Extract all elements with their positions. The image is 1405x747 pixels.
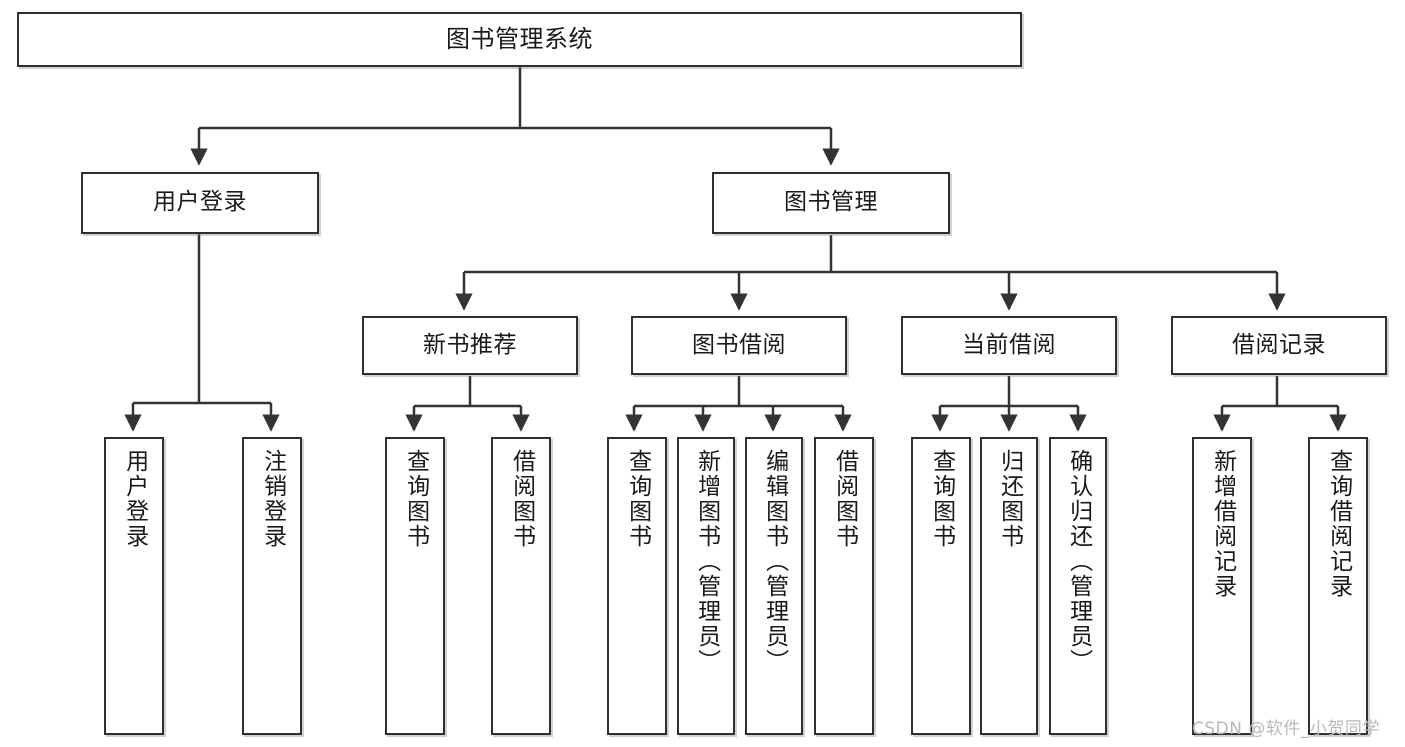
node-label: 借阅图书 [508,449,535,549]
node-label: 用户登录 [153,189,247,216]
leaf-current-query-book[interactable]: 查询图书 [911,437,971,735]
node-label: 图书管理 [784,189,878,216]
node-label: 注销登录 [259,449,286,549]
leaf-user-login-signout[interactable]: 注销登录 [242,437,302,735]
node-label: 借阅记录 [1232,331,1326,358]
node-root-system[interactable]: 图书管理系统 [17,12,1022,67]
node-label: 编辑图书（管理员） [761,449,788,674]
node-current-borrow[interactable]: 当前借阅 [901,316,1117,375]
node-label: 归还图书 [996,449,1023,549]
node-label: 用户登录 [121,449,148,549]
node-label: 新增借阅记录 [1209,449,1236,599]
node-book-borrow[interactable]: 图书借阅 [631,316,847,375]
node-user-login[interactable]: 用户登录 [81,172,319,234]
node-label: 借阅图书 [831,449,858,549]
node-label: 查询图书 [928,449,955,549]
leaf-new-book-query[interactable]: 查询图书 [385,437,445,735]
leaf-current-confirm-return-admin[interactable]: 确认归还（管理员） [1049,437,1107,735]
node-label: 新书推荐 [423,331,517,358]
node-book-management[interactable]: 图书管理 [712,172,950,234]
node-label: 查询图书 [402,449,429,549]
leaf-current-return-book[interactable]: 归还图书 [980,437,1038,735]
node-borrow-record[interactable]: 借阅记录 [1171,316,1387,375]
node-label: 查询借阅记录 [1325,449,1352,599]
leaf-record-add-borrow-record[interactable]: 新增借阅记录 [1192,437,1252,735]
leaf-new-book-borrow[interactable]: 借阅图书 [491,437,551,735]
node-label: 确认归还（管理员） [1065,449,1092,674]
node-label: 查询图书 [624,449,651,549]
leaf-record-query-borrow-record[interactable]: 查询借阅记录 [1308,437,1368,735]
node-label: 新增图书（管理员） [693,449,720,674]
node-new-book-recommend[interactable]: 新书推荐 [362,316,578,375]
leaf-borrow-add-book-admin[interactable]: 新增图书（管理员） [677,437,735,735]
leaf-borrow-borrow-book[interactable]: 借阅图书 [814,437,874,735]
node-label: 图书借阅 [692,331,786,358]
node-label: 当前借阅 [962,331,1056,358]
leaf-borrow-edit-book-admin[interactable]: 编辑图书（管理员） [745,437,803,735]
node-label: 图书管理系统 [446,25,593,54]
leaf-borrow-query-book[interactable]: 查询图书 [607,437,667,735]
leaf-user-login-signin[interactable]: 用户登录 [104,437,164,735]
